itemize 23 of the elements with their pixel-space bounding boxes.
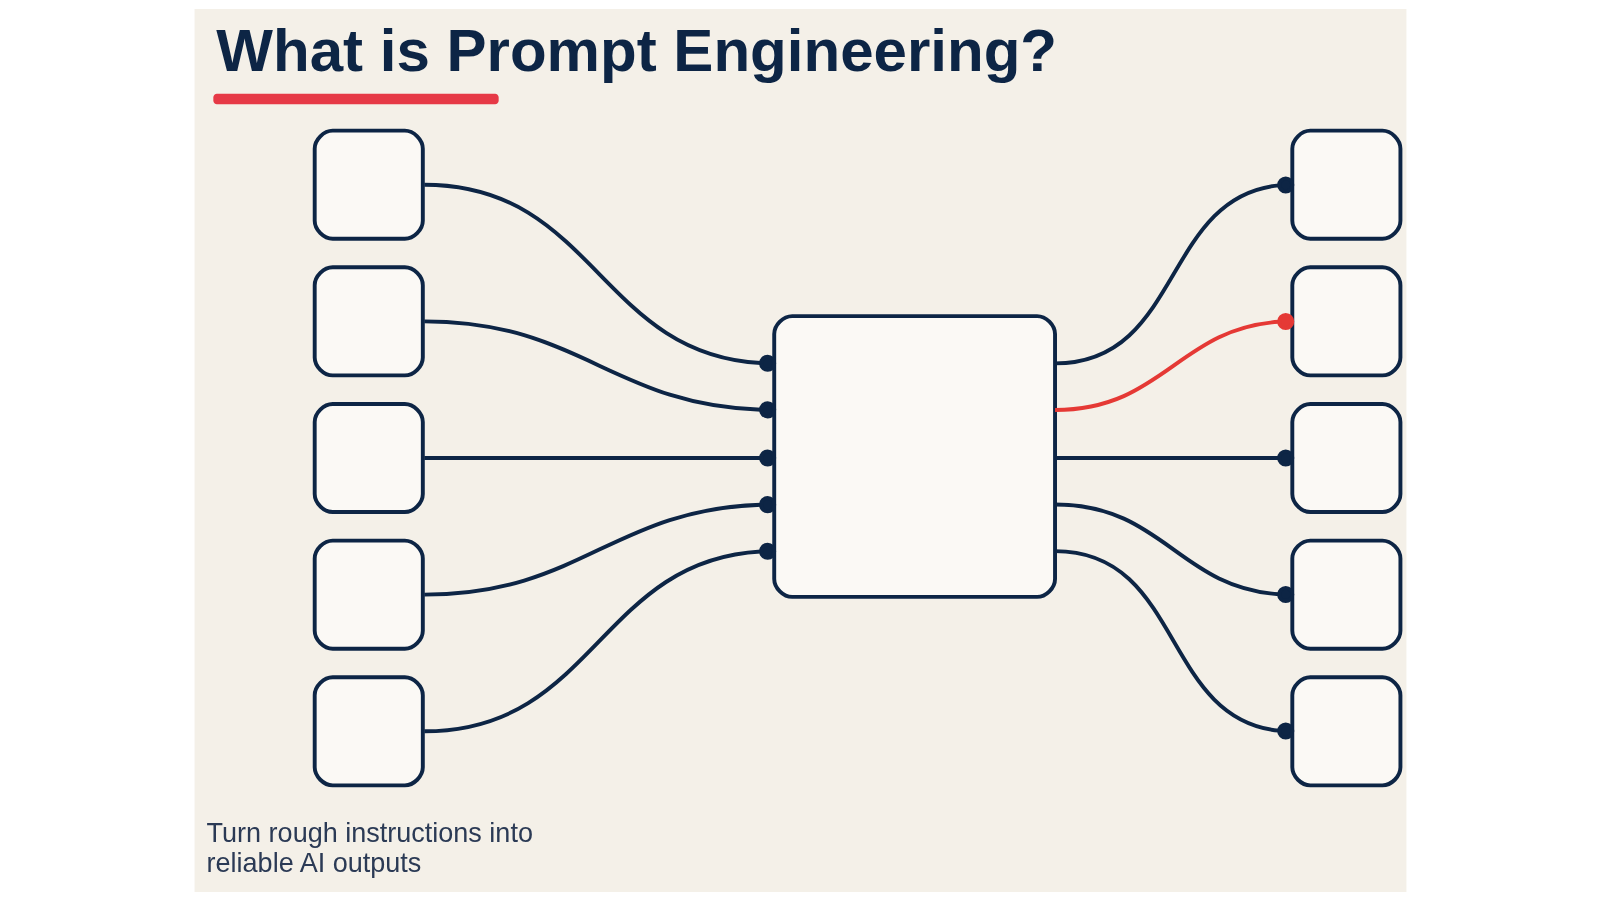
node-box <box>1289 401 1402 514</box>
node-box <box>1289 538 1402 651</box>
connector <box>423 495 776 597</box>
connector <box>1054 175 1294 365</box>
connector <box>423 448 776 467</box>
connector <box>1054 312 1294 412</box>
node-box <box>1289 264 1402 377</box>
node-box <box>771 313 1057 599</box>
node-box <box>312 674 425 787</box>
diagram-title: What is Prompt Engineering? <box>215 16 1057 84</box>
connector <box>1054 448 1294 467</box>
connector <box>423 542 776 733</box>
connector <box>423 318 776 418</box>
label: Turn rough instructions into reliable AI outputs <box>206 817 533 878</box>
connector <box>1054 502 1294 603</box>
connector <box>1054 548 1294 740</box>
node-box <box>312 538 425 651</box>
connector <box>423 182 776 372</box>
node-box <box>312 264 425 377</box>
node-box <box>1289 128 1402 241</box>
node-box <box>1289 674 1402 787</box>
node-box <box>312 401 425 514</box>
node-box <box>312 128 425 241</box>
